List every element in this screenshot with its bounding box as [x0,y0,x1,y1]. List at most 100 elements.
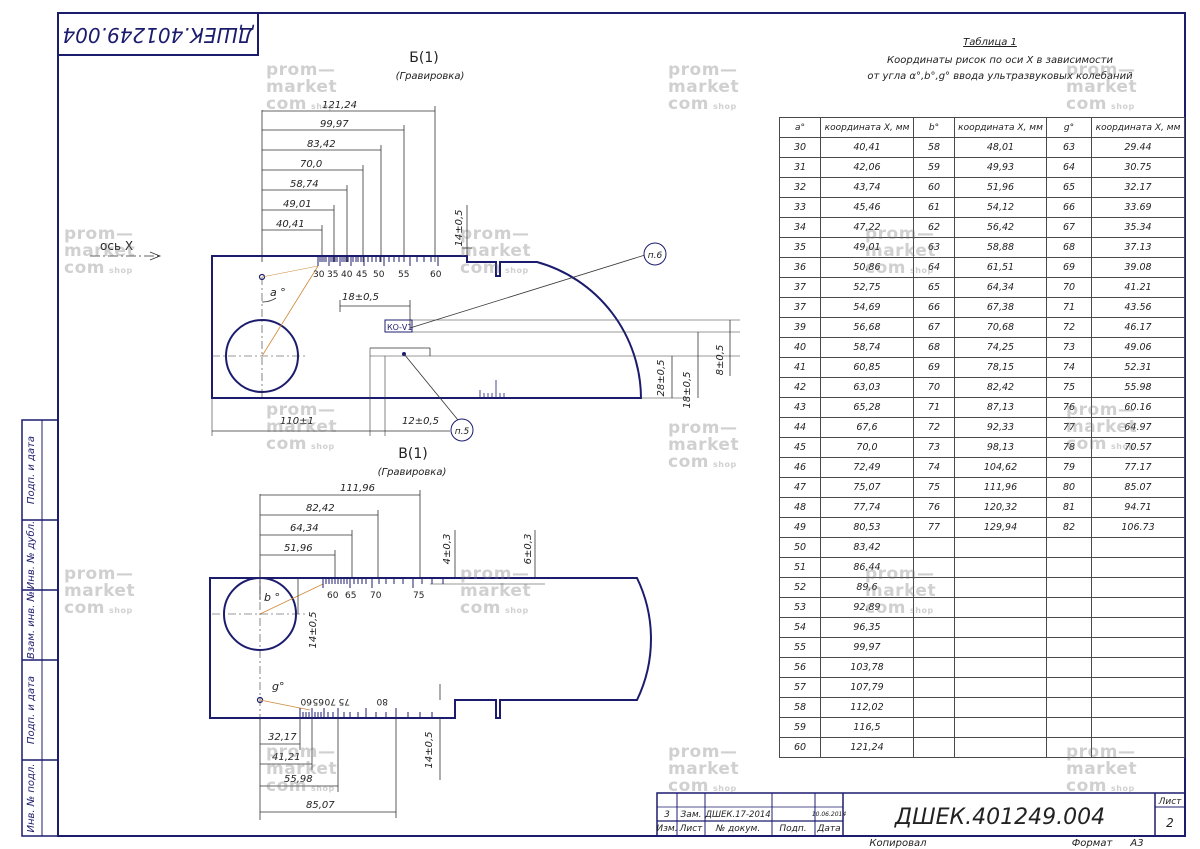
table-cell: 32 [779,177,821,198]
table-cell [1046,597,1092,618]
table-cell: 72 [913,417,955,438]
table-cell: 70 [913,377,955,398]
table-cell: 39 [779,317,821,338]
watermark-tag: shop [504,606,529,615]
dim-v-3: 64,34 [290,523,319,534]
table-cell: 49.06 [1091,337,1185,358]
watermark-com: com [668,452,709,472]
table-cell: 33.69 [1091,197,1185,218]
watermark-tag: shop [909,266,934,275]
table-cell: 52,75 [820,277,914,298]
tb-sheet-no: 2 [1166,816,1174,830]
dim-b-14: 14±0,5 [454,209,465,246]
header-x1: координата X, мм [820,117,914,138]
table-cell [1046,657,1092,678]
table-cell: 104,62 [954,457,1047,478]
view-b-scale [317,256,439,266]
dim-v-4: 51,96 [284,543,313,554]
dim-b-7: 40,41 [276,219,305,230]
table-cell: 82 [1046,517,1092,538]
table-cell: 42,06 [820,157,914,178]
callout-p5 [450,418,474,442]
watermark-tag: shop [108,266,133,275]
table-cell: 43,74 [820,177,914,198]
table-cell: 74,25 [954,337,1047,358]
scale-vb-70: 70 [324,696,336,706]
table-cell: 74 [1046,357,1092,378]
table-cell: 33 [779,197,821,218]
dim-b-18v: 18±0,5 [682,371,693,408]
dim-v-2: 82,42 [306,503,335,514]
table-cell: 116,5 [820,717,914,738]
table-cell [1046,717,1092,738]
table-cell: 69 [1046,257,1092,278]
header-x3: координата X, мм [1091,117,1185,138]
side-stamp-column: Подп. и дата Инв. № дубл. Взам. инв. № П… [21,419,59,837]
table-cell: 70,68 [954,317,1047,338]
watermark-tag: shop [1110,102,1135,111]
table-cell: 54,69 [820,297,914,318]
watermark-line1: prom— [266,60,336,80]
watermark-tag: shop [909,606,934,615]
scale-b-55: 55 [398,270,409,280]
table-cell: 48,01 [954,137,1047,158]
watermark-line1: prom— [865,564,935,584]
table-cell: 68 [1046,237,1092,258]
table-cell [954,557,1047,578]
tb-doc-no: ДШЕК.17-2014 [704,810,770,820]
table-cell: 79 [1046,457,1092,478]
coordinates-table: a° координата X, мм b° координата X, мм … [779,117,1185,758]
table-cell: 72 [1046,317,1092,338]
table-cell: 35.34 [1091,217,1185,238]
scale-b-60: 60 [430,270,442,280]
table-cell [1091,637,1185,658]
table-cell: 65 [1046,177,1092,198]
stamp-inv-dubl: Инв. № дубл. [25,521,37,589]
table-cell: 48 [779,497,821,518]
watermark-line2: market [266,759,338,779]
table-cell: 37 [779,277,821,298]
table-cell: 45,46 [820,197,914,218]
watermark-tag: shop [712,784,737,793]
table-cell: 63 [1046,137,1092,158]
watermark-line1: prom— [668,60,738,80]
table-cell: 40 [779,337,821,358]
scale-vb-80: 80 [376,696,388,706]
dim-b-2: 99,97 [320,119,349,130]
watermark-com: com [64,258,105,278]
table-header-row: a° координата X, мм b° координата X, мм … [779,117,1185,138]
table-cell: 54 [779,617,821,638]
watermark-line1: prom— [1066,400,1136,420]
table-cell: 78,15 [954,357,1047,378]
table-cell: 80 [1046,477,1092,498]
table-cell [954,737,1047,758]
table-cell [913,657,955,678]
table-cell: 67,38 [954,297,1047,318]
tb-format-value: А3 [1129,838,1143,849]
table-cell: 63,03 [820,377,914,398]
table-cell [913,617,955,638]
table-cell: 56,68 [820,317,914,338]
table-cell [913,637,955,658]
watermark-line2: market [64,241,136,261]
table-cell: 67 [1046,217,1092,238]
table-cell: 71 [913,397,955,418]
watermark-com: com [64,598,105,618]
table-cell [1091,737,1185,758]
header-a: a° [779,117,821,138]
watermark-tag: shop [1110,784,1135,793]
